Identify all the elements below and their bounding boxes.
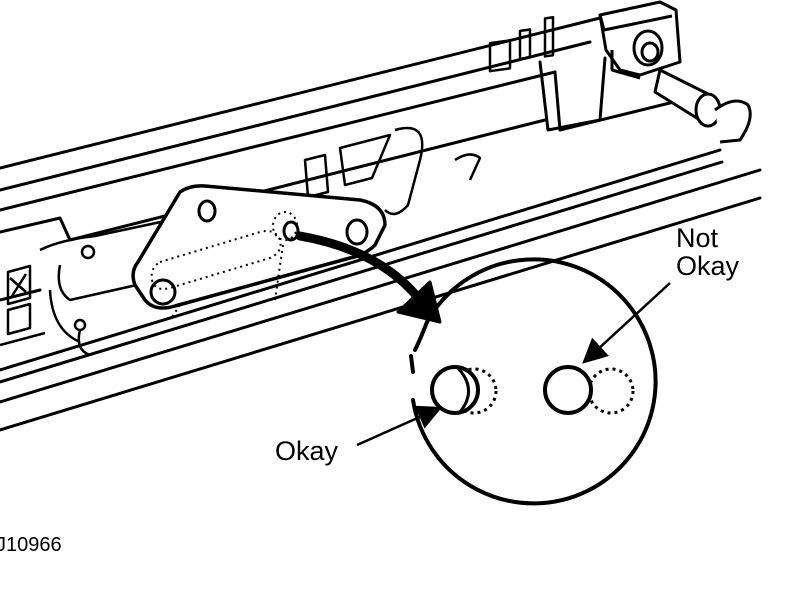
not-okay-label: Not Okay [676, 224, 739, 280]
okay-label: Okay [275, 436, 339, 466]
callout-arrow [295, 231, 442, 324]
not-okay-label-line1: Not [676, 223, 719, 253]
detail-view-circle [409, 257, 658, 506]
figure-code: J10966 [0, 534, 62, 556]
hidden-slot-outline [150, 211, 298, 321]
okay-leader-line [356, 405, 443, 447]
not-okay-alignment-example [543, 365, 635, 415]
seat-track-rail [0, 16, 762, 432]
rail-features [0, 16, 555, 357]
not-okay-leader-line [582, 282, 671, 364]
not-okay-label-line2: Okay [676, 251, 740, 281]
latch-mechanism [598, 0, 752, 144]
okay-alignment-example [430, 365, 498, 415]
plate-holes [149, 199, 369, 306]
